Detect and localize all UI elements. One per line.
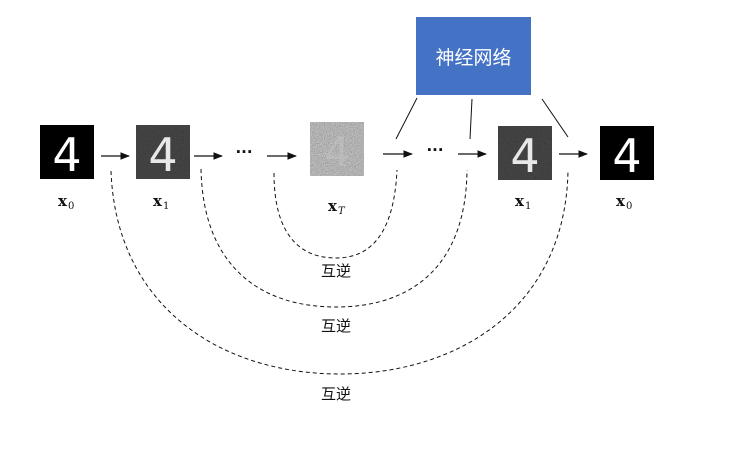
connector-line — [469, 98, 473, 140]
inverse-arc-middle — [200, 168, 468, 308]
svg-text:xT: xT — [328, 197, 346, 217]
neural-network-box: 神经网络 — [416, 17, 531, 95]
digit-glyph: 4 — [324, 130, 349, 176]
label-x0-output: x0 — [616, 192, 632, 212]
network-connector-lines — [395, 97, 569, 140]
digit-glyph: 4 — [148, 128, 177, 182]
digit-glyph: 4 — [52, 128, 81, 182]
inverse-label-inner: 互逆 — [321, 262, 351, 280]
inverse-arc-outer — [110, 169, 569, 375]
forward-arrows — [101, 150, 588, 160]
connector-line — [395, 97, 418, 140]
inverse-arc-inner — [273, 169, 398, 259]
image-x1: 4 — [136, 125, 190, 182]
neural-network-label: 神经网络 — [435, 47, 511, 69]
label-x0: x0 — [58, 192, 74, 212]
inverse-arcs — [110, 168, 569, 375]
inverse-label-outer: 互逆 — [321, 385, 351, 403]
label-x1: x1 — [153, 192, 169, 212]
label-x1-output: x1 — [515, 192, 531, 212]
digit-glyph: 4 — [510, 129, 539, 183]
svg-text:x0: x0 — [616, 192, 632, 212]
label-xT: xT — [328, 197, 346, 217]
ellipsis-reverse: ··· — [426, 141, 443, 159]
image-x0: 4 — [40, 125, 94, 182]
image-x1-output: 4 — [498, 126, 552, 183]
image-xT: 4 — [310, 122, 364, 176]
ellipsis-forward: ··· — [235, 143, 252, 161]
svg-text:x0: x0 — [58, 192, 74, 212]
digit-glyph: 4 — [612, 129, 641, 183]
inverse-label-middle: 互逆 — [321, 317, 351, 335]
svg-text:x1: x1 — [515, 192, 531, 212]
connector-line — [541, 98, 569, 138]
svg-text:x1: x1 — [153, 192, 169, 212]
image-x0-output: 4 — [600, 126, 654, 183]
